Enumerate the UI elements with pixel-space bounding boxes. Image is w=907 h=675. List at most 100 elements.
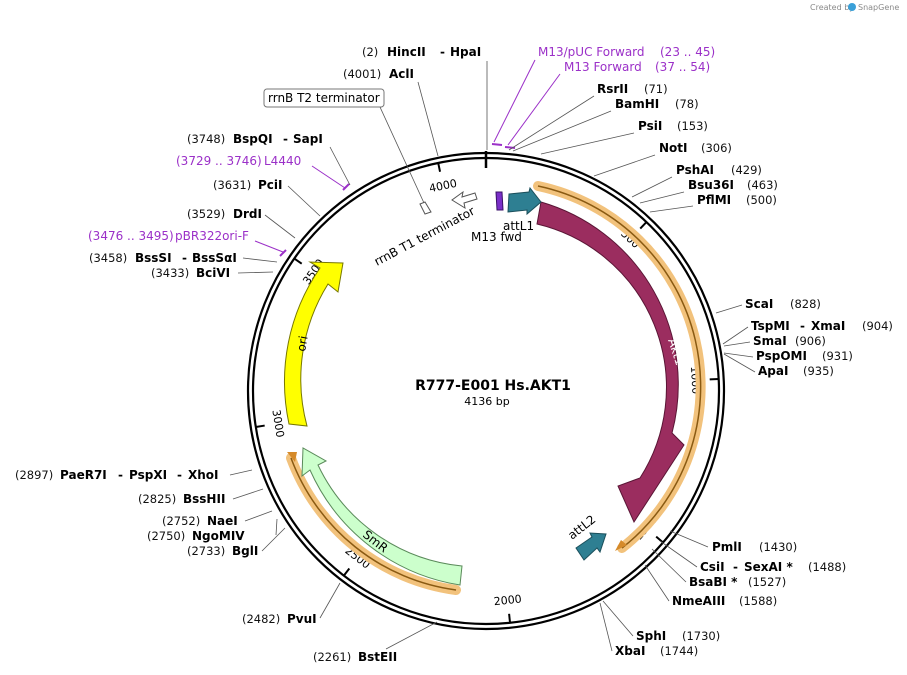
- bp-tick-mark: [293, 257, 303, 265]
- feature-rrnb-t1-terminator[interactable]: [451, 190, 478, 210]
- site-position: (1744): [660, 644, 698, 658]
- site-position: (153): [677, 119, 708, 133]
- site-tspmi-xmai[interactable]: TspMI - XmaI (904): [751, 319, 893, 333]
- l4440-mark: [342, 183, 350, 191]
- site-bsu36i[interactable]: Bsu36I (463): [688, 178, 778, 192]
- feature-attl1-label: attL1: [503, 219, 534, 233]
- feature-m13-fwd[interactable]: [495, 191, 504, 211]
- site-sphi[interactable]: SphI (1730): [636, 629, 720, 643]
- enzyme-name: PspOMI: [756, 349, 807, 363]
- svg-text:-: -: [440, 45, 445, 59]
- site-position: (3631): [213, 178, 251, 192]
- akt1-primer-arc-line: [537, 185, 702, 549]
- enzyme-name: BssSI: [135, 251, 172, 265]
- site-pcii[interactable]: (3631) PciI: [213, 178, 283, 192]
- site-nmeaiii[interactable]: NmeAIII (1588): [672, 594, 777, 608]
- site-bcivi[interactable]: (3433) BciVI: [151, 266, 230, 280]
- enzyme-name: NmeAIII: [672, 594, 725, 608]
- site-position: (1730): [682, 629, 720, 643]
- enzyme-name: XbaI: [615, 644, 645, 658]
- primer-pbr322ori-f[interactable]: (3476 .. 3495) (3476 .. 3495) pBR322ori-…: [88, 229, 249, 243]
- site-bamhi[interactable]: BamHI (78): [615, 97, 699, 111]
- feature-akt1[interactable]: [536, 201, 685, 524]
- plasmid-length: 4136 bp: [464, 395, 509, 408]
- primer-name-visible: pBR322ori-F: [175, 229, 249, 243]
- feature-attl1[interactable]: [507, 186, 542, 216]
- feature-ori[interactable]: [284, 261, 344, 427]
- site-position: (1527): [748, 575, 786, 589]
- site-bgli[interactable]: (2733) BglI: [187, 544, 258, 558]
- primer-m13-puc-forward[interactable]: M13/pUC Forward (23 .. 45): [538, 45, 715, 59]
- enzyme-name: Bsu36I: [688, 178, 734, 192]
- site-acli[interactable]: (4001) AclI: [343, 67, 414, 81]
- site-pvui[interactable]: (2482) PvuI: [242, 612, 317, 626]
- site-smai[interactable]: SmaI (906): [753, 334, 826, 348]
- m13-primer-marks: [491, 143, 516, 149]
- enzyme-name: BstEII: [358, 650, 397, 664]
- site-pspomi[interactable]: PspOMI (931): [756, 349, 853, 363]
- site-rsrii[interactable]: RsrII (71): [597, 82, 668, 96]
- enzyme-name: BciVI: [196, 266, 230, 280]
- primer-range: (37 .. 54): [655, 60, 710, 74]
- site-ngomiv[interactable]: (2750) NgoMIV: [147, 529, 245, 543]
- site-bspqi-sapi[interactable]: (3748) BspQI - SapI: [187, 132, 323, 146]
- site-drdi[interactable]: (3529) DrdI: [187, 207, 262, 221]
- site-bsshii[interactable]: (2825) BssHII: [138, 492, 225, 506]
- site-bsabi[interactable]: BsaBI * (1527): [689, 575, 786, 589]
- primer-range: (23 .. 45): [660, 45, 715, 59]
- primer-l4440[interactable]: (3729 .. 3746) L4440: [176, 154, 301, 168]
- enzyme-name: PflMI: [697, 193, 731, 207]
- site-position: (3458): [89, 251, 127, 265]
- site-scai[interactable]: ScaI (828): [745, 297, 821, 311]
- feature-rrnb-t2-label: rrnB T2 terminator: [268, 91, 380, 105]
- enzyme-name: PsiI: [638, 119, 662, 133]
- pbr322-leader: [254, 240, 284, 253]
- enzyme-name: PspXI: [129, 468, 167, 482]
- site-position: (3529): [187, 207, 225, 221]
- site-apai[interactable]: ApaI (935): [758, 364, 834, 378]
- primer-range: (3729 .. 3746): [176, 154, 262, 168]
- site-hincii-hpai[interactable]: (2) HincII - HpaI: [362, 45, 481, 59]
- bp-tick-mark: [343, 567, 351, 577]
- site-naei[interactable]: (2752) NaeI: [162, 514, 238, 528]
- enzyme-name: TspMI: [751, 319, 790, 333]
- feature-attl2[interactable]: [575, 532, 607, 561]
- enzyme-name: HincII: [387, 45, 426, 59]
- enzyme-name: SapI: [293, 132, 323, 146]
- site-position: (1588): [739, 594, 777, 608]
- primer-range: (3476 .. 3495): [88, 229, 174, 243]
- site-bsteii[interactable]: (2261) BstEII: [313, 650, 397, 664]
- site-position: (306): [701, 141, 732, 155]
- feature-smr[interactable]: [301, 447, 463, 586]
- enzyme-name: BsaBI *: [689, 575, 738, 589]
- rrnb-t2-leader: [379, 106, 425, 204]
- site-xbai[interactable]: XbaI (1744): [615, 644, 698, 658]
- enzyme-name: BspQI: [233, 132, 273, 146]
- enzyme-name: SmaI: [753, 334, 787, 348]
- site-pflmi[interactable]: PflMI (500): [697, 193, 777, 207]
- enzyme-name: HpaI: [450, 45, 481, 59]
- enzyme-name: BssSαI: [192, 251, 237, 265]
- feature-rrnb-t2-terminator[interactable]: [419, 201, 432, 215]
- site-bsssi-bsssai[interactable]: (3458) BssSI - BssSαI: [89, 251, 237, 265]
- svg-text:-: -: [182, 251, 187, 265]
- site-position: (463): [747, 178, 778, 192]
- credit-prefix: Created by: [810, 3, 854, 12]
- site-noti[interactable]: NotI (306): [659, 141, 732, 155]
- site-pmli[interactable]: PmlI (1430): [712, 540, 797, 554]
- primer-m13-forward[interactable]: M13 Forward (37 .. 54): [564, 60, 710, 74]
- site-position: (4001): [343, 67, 381, 81]
- pbr322-mark: [279, 249, 287, 257]
- primer-name: M13 Forward: [564, 60, 642, 74]
- snapgene-logo-icon: [848, 3, 856, 11]
- bp-tick-mark: [639, 221, 648, 230]
- site-position: (500): [746, 193, 777, 207]
- site-csii-sexai[interactable]: CsiI - SexAI * (1488): [700, 560, 846, 574]
- site-position: (2825): [138, 492, 176, 506]
- site-psii[interactable]: PsiI (153): [638, 119, 708, 133]
- site-pshai[interactable]: PshAI (429): [676, 163, 762, 177]
- enzyme-name: RsrII: [597, 82, 628, 96]
- enzyme-name: BamHI: [615, 97, 659, 111]
- site-paer7i-pspxi-xhoi[interactable]: (2897) PaeR7I - PspXI - XhoI: [15, 468, 219, 482]
